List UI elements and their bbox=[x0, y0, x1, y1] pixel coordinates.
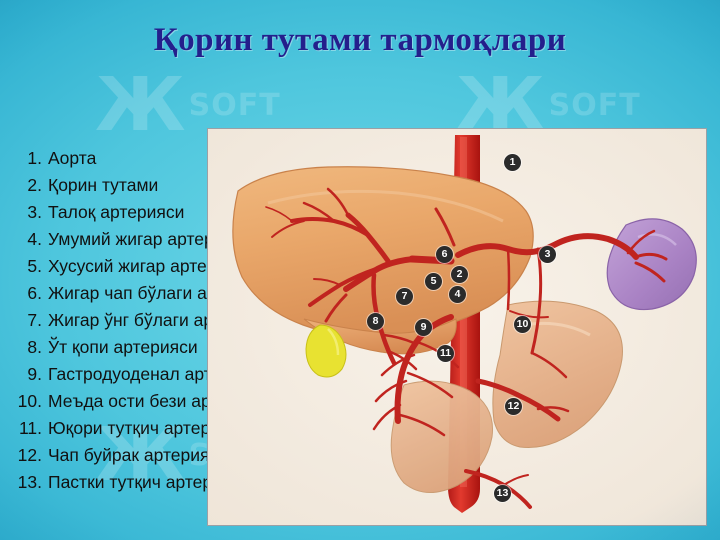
legend-number: 8. bbox=[27, 337, 42, 357]
legend-label: Пастки тутқич артерияси bbox=[48, 472, 250, 492]
watermark-word: SOFT bbox=[188, 87, 281, 123]
marker-11: 11 bbox=[437, 345, 454, 362]
legend-number: 3. bbox=[27, 202, 42, 222]
list-item: 2. Қорин тутами bbox=[8, 175, 328, 195]
legend-label: Гастродуоденал артерия bbox=[48, 364, 251, 384]
spleen-organ bbox=[606, 218, 697, 311]
legend-number: 11. bbox=[18, 418, 42, 438]
legend-label: Умумий жигар артерияси bbox=[48, 229, 252, 249]
marker-7: 7 bbox=[396, 288, 413, 305]
legend-label: Қорин тутами bbox=[48, 175, 159, 195]
list-item: 11. Юқори тутқич артерия bbox=[8, 418, 328, 438]
page-title: Қорин тутами тармоқлари bbox=[153, 22, 567, 58]
anatomy-figure: 1 2 3 4 5 6 7 8 9 10 11 12 13 bbox=[207, 128, 707, 526]
list-item: 12. Чап буйрак артерияси bbox=[8, 445, 328, 465]
watermark-glyph: Ж bbox=[95, 62, 187, 148]
legend-number: 6. bbox=[27, 283, 42, 303]
legend-number: 1. bbox=[27, 148, 42, 168]
legend-number: 12. bbox=[17, 445, 42, 465]
list-item: 5. Хусусий жигар артерияси bbox=[8, 256, 328, 276]
liver-lower-lobe bbox=[303, 318, 457, 355]
marker-12: 12 bbox=[505, 398, 522, 415]
duodenum-organ bbox=[390, 380, 494, 493]
legend-label: Талоқ артерияси bbox=[48, 202, 185, 222]
watermark-word: SOFT bbox=[548, 87, 641, 123]
marker-4: 4 bbox=[449, 286, 466, 303]
legend-label: Хусусий жигар артерияси bbox=[48, 256, 255, 276]
legend-label: Юқори тутқич артерия bbox=[48, 418, 230, 438]
list-item: 13. Пастки тутқич артерияси bbox=[8, 472, 328, 492]
watermark-logo: ЖSOFT bbox=[95, 68, 281, 142]
legend-label: Чап буйрак артерияси bbox=[48, 445, 229, 465]
legend-number: 4. bbox=[27, 229, 42, 249]
anatomy-illustration bbox=[208, 129, 706, 525]
marker-9: 9 bbox=[415, 319, 432, 336]
marker-13: 13 bbox=[494, 485, 511, 502]
legend-number: 13. bbox=[17, 472, 42, 492]
list-item: 3. Талоқ артерияси bbox=[8, 202, 328, 222]
legend-number: 2. bbox=[27, 175, 42, 195]
marker-3: 3 bbox=[539, 246, 556, 263]
list-item: 8. Ўт қопи артерияси bbox=[8, 337, 328, 357]
list-item: 9. Гастродуоденал артерия bbox=[8, 364, 328, 384]
marker-2: 2 bbox=[451, 266, 468, 283]
legend-list: 1. Аорта 2. Қорин тутами 3. Талоқ артери… bbox=[8, 148, 328, 501]
marker-8: 8 bbox=[367, 313, 384, 330]
legend-label: Ўт қопи артерияси bbox=[48, 337, 198, 357]
legend-number: 9. bbox=[27, 364, 42, 384]
artery-network bbox=[265, 187, 668, 509]
marker-1: 1 bbox=[504, 154, 521, 171]
marker-10: 10 bbox=[514, 316, 531, 333]
legend-number: 5. bbox=[27, 256, 42, 276]
list-item: 4. Умумий жигар артерияси bbox=[8, 229, 328, 249]
marker-5: 5 bbox=[425, 273, 442, 290]
list-item: 1. Аорта bbox=[8, 148, 328, 168]
legend-number: 10. bbox=[17, 391, 42, 411]
watermark-glyph: Ж bbox=[95, 412, 187, 498]
legend-label: Аорта bbox=[48, 148, 97, 168]
marker-6: 6 bbox=[436, 246, 453, 263]
gallbladder-organ bbox=[305, 324, 347, 378]
legend-number: 7. bbox=[27, 310, 42, 330]
